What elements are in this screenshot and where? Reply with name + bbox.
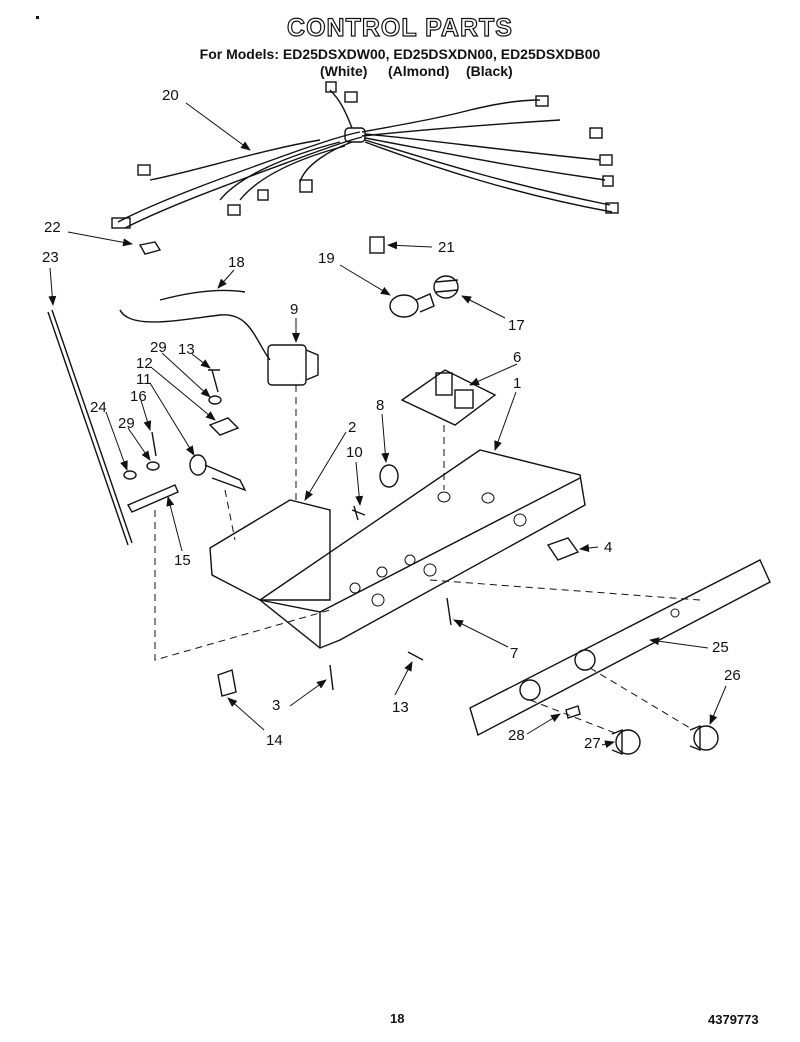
control-rod bbox=[47, 309, 133, 546]
assembly-line bbox=[154, 510, 331, 661]
screw-lower bbox=[407, 651, 424, 661]
light-bulb bbox=[389, 293, 435, 318]
callout-24: 24 bbox=[90, 399, 107, 416]
callout-8: 8 bbox=[376, 397, 384, 414]
callout-6: 6 bbox=[513, 349, 521, 366]
switch-bracket bbox=[208, 417, 240, 436]
control-panel bbox=[429, 559, 771, 737]
mounting-clip bbox=[217, 669, 237, 697]
callout-14: 14 bbox=[266, 732, 283, 749]
callout-22: 22 bbox=[44, 219, 61, 236]
corner-mark bbox=[36, 16, 39, 19]
callout-2: 2 bbox=[348, 419, 356, 436]
page-title: CONTROL PARTS bbox=[286, 13, 513, 42]
callout-3: 3 bbox=[272, 697, 280, 714]
panel-screw bbox=[446, 597, 452, 626]
drain-tube bbox=[159, 289, 246, 301]
light-socket bbox=[433, 275, 459, 299]
housing-screw bbox=[329, 664, 334, 691]
indicator-insert bbox=[565, 705, 581, 719]
knob-left bbox=[611, 728, 641, 756]
switch-assembly bbox=[189, 454, 247, 541]
callout-20: 20 bbox=[162, 87, 179, 104]
variant-black: (Black) bbox=[466, 63, 513, 79]
leader-lines bbox=[48, 102, 727, 749]
callout-25: 25 bbox=[712, 639, 729, 656]
callout-26: 26 bbox=[724, 667, 741, 684]
callout-16: 16 bbox=[130, 388, 147, 405]
callout-labels: 20 22 23 18 19 21 17 9 6 1 8 2 10 29 13 … bbox=[42, 87, 741, 752]
callout-18: 18 bbox=[228, 254, 245, 271]
washer-lower bbox=[146, 461, 160, 471]
thermostat bbox=[119, 309, 319, 500]
wiring-harness bbox=[111, 81, 619, 229]
control-board bbox=[400, 369, 497, 490]
light-socket-clip bbox=[369, 236, 385, 254]
callout-19: 19 bbox=[318, 250, 335, 267]
lever-arm bbox=[123, 470, 179, 513]
model-list: For Models: ED25DSXDW00, ED25DSXDN00, ED… bbox=[199, 46, 601, 62]
light-switch bbox=[546, 537, 580, 561]
callout-9: 9 bbox=[290, 301, 298, 318]
thermostat-bracket bbox=[209, 499, 331, 601]
callout-29-lower: 29 bbox=[118, 415, 135, 432]
variant-white: (White) bbox=[320, 63, 368, 79]
callout-4: 4 bbox=[604, 539, 612, 556]
knob-right bbox=[689, 724, 719, 752]
washer-upper bbox=[208, 395, 222, 405]
callout-17: 17 bbox=[508, 317, 525, 334]
callout-28: 28 bbox=[508, 727, 525, 744]
control-housing bbox=[258, 449, 586, 649]
grommet bbox=[379, 464, 399, 488]
document-number: 4379773 bbox=[708, 1012, 759, 1027]
screw-top bbox=[208, 369, 220, 393]
harness-clip bbox=[138, 241, 162, 255]
callout-23: 23 bbox=[42, 249, 59, 266]
callout-27: 27 bbox=[584, 735, 601, 752]
callout-7: 7 bbox=[510, 645, 518, 662]
screw-left bbox=[151, 431, 157, 457]
variant-almond: (Almond) bbox=[388, 63, 450, 79]
callout-11: 11 bbox=[136, 371, 152, 388]
callout-29-upper: 29 bbox=[150, 339, 167, 356]
callout-12: 12 bbox=[136, 355, 153, 372]
callout-13-lower: 13 bbox=[392, 699, 409, 716]
callout-21: 21 bbox=[438, 239, 455, 256]
callout-10: 10 bbox=[346, 444, 363, 461]
bracket-screw bbox=[351, 505, 366, 521]
callout-13-upper: 13 bbox=[178, 341, 195, 358]
callout-1: 1 bbox=[513, 375, 521, 392]
callout-15: 15 bbox=[174, 552, 191, 569]
page-number: 18 bbox=[390, 1011, 405, 1026]
